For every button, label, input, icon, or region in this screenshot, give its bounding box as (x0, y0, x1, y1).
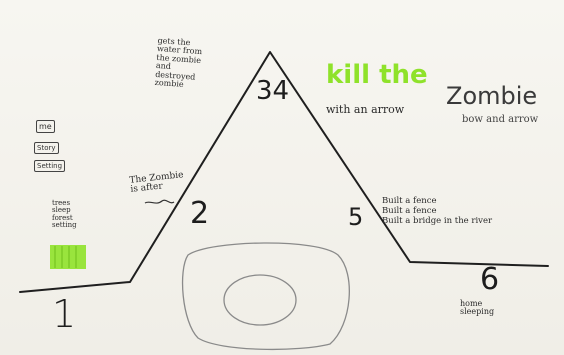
note-built-fence: Built a fence Built a fence Built a brid… (382, 196, 562, 227)
label-box-me: me (36, 120, 55, 133)
pencil-inner-oval (224, 275, 296, 325)
stage-number-1: 1 (52, 295, 76, 335)
label-box-story: Story (34, 142, 59, 154)
note-gets-water: gets the water from the zombie and destr… (154, 37, 245, 93)
note-kill-the: kill the (326, 62, 428, 89)
stage-number-6: 6 (480, 264, 499, 296)
label-box-setting: Setting (34, 160, 65, 172)
note-with-arrow: with an arrow (326, 104, 404, 116)
pencil-outer-shape (183, 243, 350, 349)
stage-number-3-4: 34 (256, 78, 289, 105)
note-bow-and-arrow: bow and arrow (462, 115, 538, 126)
note-zombie: Zombie (446, 84, 537, 109)
stage-number-5: 5 (348, 205, 363, 230)
scribble-mark (145, 200, 174, 203)
note-home-sleeping: home sleeping (460, 300, 494, 317)
note-left-stack: trees sleep forest setting (52, 200, 77, 229)
stage-number-2: 2 (190, 198, 209, 230)
